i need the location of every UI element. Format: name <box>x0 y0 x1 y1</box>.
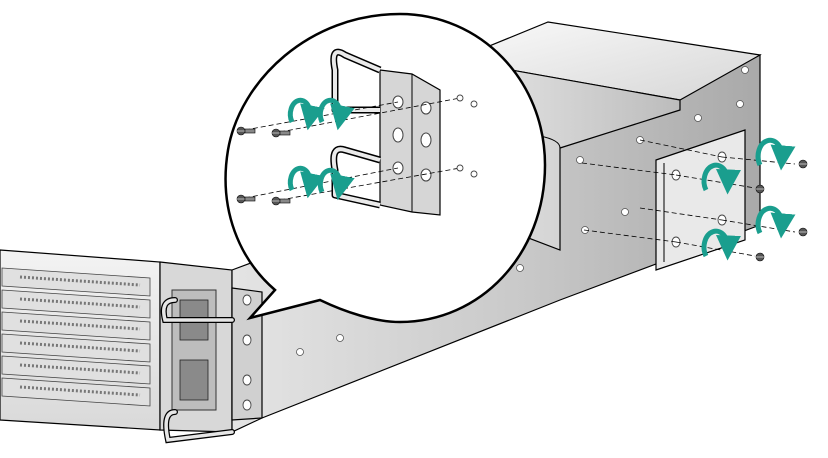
callout-rotation-arrows <box>287 97 355 201</box>
rotate-arrow-icon <box>287 165 325 199</box>
screw <box>271 128 291 138</box>
rear-screws <box>755 159 808 262</box>
screw <box>798 159 808 169</box>
screw <box>755 184 765 194</box>
drive-bay <box>1 311 151 341</box>
callout-rack-ear <box>330 48 441 216</box>
zoom-callout-bubble <box>224 12 547 324</box>
rear-mounting-bracket <box>581 129 808 271</box>
server-chassis <box>0 249 233 433</box>
rotate-arrow-icon <box>755 205 796 239</box>
drive-bays <box>1 267 151 407</box>
drive-bay <box>1 377 151 407</box>
callout-alignment-lines <box>244 97 461 201</box>
drive-bay <box>1 289 151 319</box>
drive-bay <box>1 267 151 297</box>
screw <box>236 126 256 136</box>
rotate-arrow-icon <box>317 167 355 201</box>
rotate-arrow-icon <box>317 97 355 131</box>
rotate-arrow-icon <box>755 137 796 171</box>
drive-bay <box>1 333 151 363</box>
screw <box>271 196 291 206</box>
rack-mount-ear <box>160 287 263 444</box>
screw <box>755 252 765 262</box>
screw <box>236 194 256 204</box>
callout-screws <box>236 126 291 206</box>
rotate-arrow-icon <box>701 162 741 195</box>
screw <box>798 227 808 237</box>
rotate-arrow-icon <box>701 228 741 261</box>
rear-rotation-arrows <box>701 137 796 261</box>
rotate-arrow-icon <box>287 97 325 131</box>
drive-bay <box>1 355 151 385</box>
